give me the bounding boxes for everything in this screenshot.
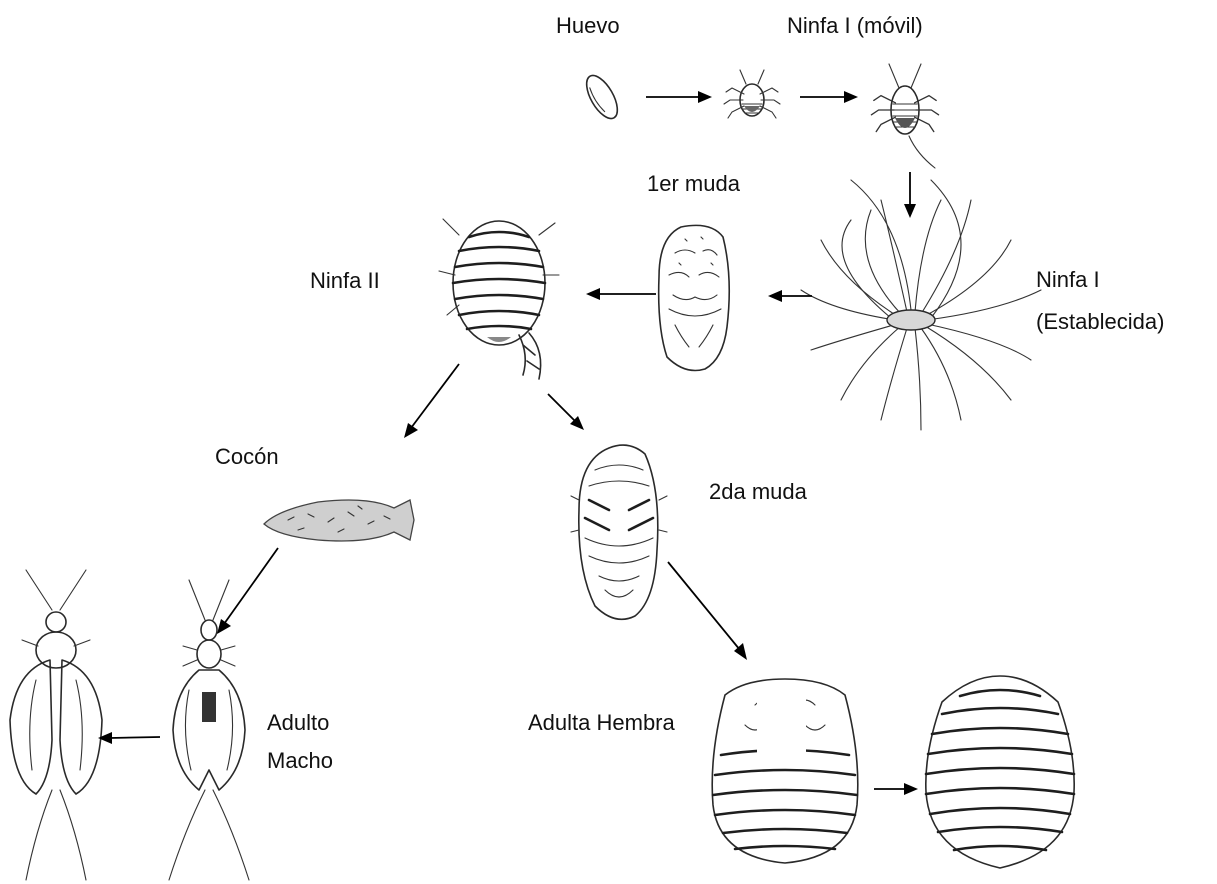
second-molt-illustration bbox=[571, 445, 667, 619]
label-adult-male-line2: Macho bbox=[267, 748, 333, 774]
crawler-nymph-illustration bbox=[724, 70, 780, 118]
label-nymph-ii: Ninfa II bbox=[310, 268, 380, 294]
arrow-first-molt-to-nymph-ii bbox=[586, 288, 656, 300]
arrow-nymph-ii-to-second-molt bbox=[548, 394, 584, 430]
label-second-molt: 2da muda bbox=[709, 479, 807, 505]
adult-male-wings-open-illustration bbox=[10, 570, 102, 880]
arrow-mobile-to-settled bbox=[904, 172, 916, 218]
adult-male-illustration bbox=[169, 580, 249, 880]
cocoon-illustration bbox=[264, 500, 414, 541]
label-cocoon: Cocón bbox=[215, 444, 279, 470]
label-settled-nymph-line2: (Establecida) bbox=[1036, 309, 1164, 335]
arrow-cocoon-to-male bbox=[217, 548, 278, 634]
arrow-male-to-winged-male bbox=[98, 732, 160, 744]
mobile-nymph-illustration bbox=[871, 64, 938, 168]
label-adult-female: Adulta Hembra bbox=[528, 710, 675, 736]
arrow-egg-to-crawler bbox=[646, 91, 712, 103]
second-instar-nymph-illustration bbox=[439, 219, 559, 379]
first-molt-illustration bbox=[659, 225, 730, 370]
label-settled-nymph-line1: Ninfa I bbox=[1036, 267, 1100, 293]
arrow-second-molt-to-female bbox=[668, 562, 747, 660]
egg-illustration bbox=[580, 71, 623, 124]
label-first-molt: 1er muda bbox=[647, 171, 740, 197]
label-mobile-nymph: Ninfa I (móvil) bbox=[787, 13, 923, 39]
arrow-nymph-ii-to-cocoon bbox=[404, 364, 459, 438]
arrow-crawler-to-mobile bbox=[800, 91, 858, 103]
label-backing bbox=[757, 690, 806, 766]
settled-nymph-illustration bbox=[801, 180, 1041, 430]
mature-female-illustration bbox=[926, 676, 1074, 868]
arrow-female-to-mature-female bbox=[874, 783, 918, 795]
label-adult-male-line1: Adulto bbox=[267, 710, 329, 736]
label-egg: Huevo bbox=[556, 13, 620, 39]
arrow-settled-to-first-molt bbox=[768, 290, 812, 302]
